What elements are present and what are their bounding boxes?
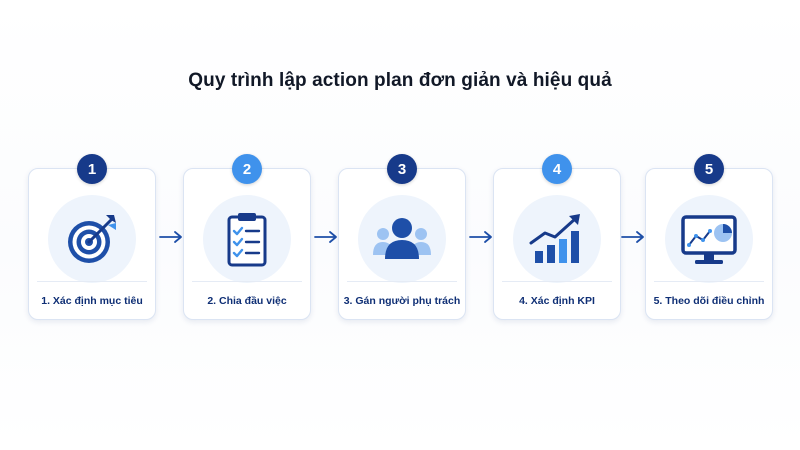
step-card: 5. Theo dõi điều chỉnh — [645, 168, 773, 320]
step-1: 1. Xác định mục tiêu 1 — [28, 154, 156, 320]
people-group-icon — [373, 218, 431, 259]
step-label: 3. Gán người phụ trách — [343, 295, 461, 307]
step-number-badge: 5 — [694, 154, 724, 184]
step-card: 1. Xác định mục tiêu — [28, 168, 156, 320]
step-3: 3. Gán người phụ trách 3 — [338, 154, 466, 320]
step-5: 5. Theo dõi điều chỉnh 5 — [645, 154, 773, 320]
step-card: 4. Xác định KPI — [493, 168, 621, 320]
diagram-title: Quy trình lập action plan đơn giản và hi… — [188, 70, 612, 91]
card-divider — [502, 281, 612, 282]
step-4: 4. Xác định KPI 4 — [493, 154, 621, 320]
card-divider — [347, 281, 457, 282]
icon-background — [513, 195, 601, 283]
card-divider — [654, 281, 764, 282]
target-icon — [68, 215, 116, 263]
step-card: 3. Gán người phụ trách — [338, 168, 466, 320]
arrow-right-icon — [159, 231, 182, 243]
icon-background — [48, 195, 136, 283]
card-divider — [37, 281, 147, 282]
step-label: 2. Chia đầu việc — [207, 295, 287, 307]
step-number-badge: 4 — [542, 154, 572, 184]
arrow-right-icon — [621, 231, 644, 243]
icon-background — [665, 195, 753, 283]
step-number-badge: 3 — [387, 154, 417, 184]
arrow-right-icon — [469, 231, 492, 243]
monitor-dashboard-icon — [681, 215, 737, 264]
step-number-badge: 1 — [77, 154, 107, 184]
clipboard-checklist-icon — [227, 213, 267, 267]
growth-chart-icon — [529, 214, 580, 263]
step-number-badge: 2 — [232, 154, 262, 184]
step-label: 1. Xác định mục tiêu — [41, 295, 143, 307]
icon-background — [358, 195, 446, 283]
icon-background — [203, 195, 291, 283]
step-label: 4. Xác định KPI — [519, 295, 595, 307]
card-divider — [192, 281, 302, 282]
step-2: 2. Chia đầu việc 2 — [183, 154, 311, 320]
step-label: 5. Theo dõi điều chỉnh — [653, 295, 765, 307]
step-card: 2. Chia đầu việc — [183, 168, 311, 320]
arrow-right-icon — [314, 231, 337, 243]
